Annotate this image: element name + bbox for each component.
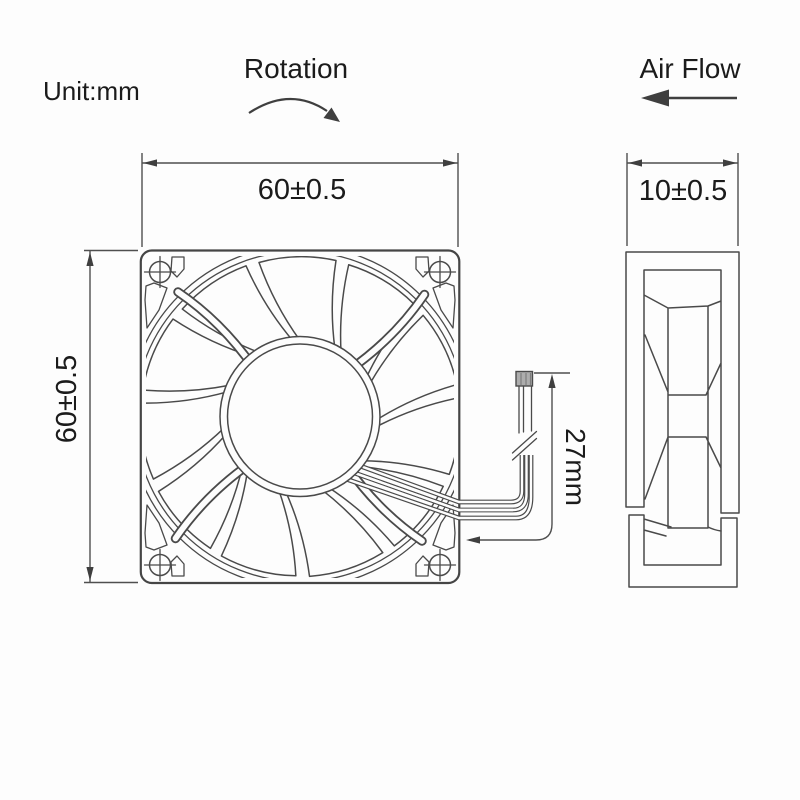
side-view-bottom-flange — [628, 514, 738, 588]
mounting-hole-bottom-right — [423, 548, 457, 582]
dimension-front-height: 60±0.5 — [51, 249, 138, 584]
mounting-hole-top-left — [143, 255, 177, 289]
mounting-hole-top-right — [423, 255, 457, 289]
fan-side-view — [625, 251, 740, 588]
fan-front-view — [139, 249, 538, 585]
dimension-side-depth: 10±0.5 — [626, 153, 739, 246]
front-width-value: 60±0.5 — [258, 174, 347, 206]
side-depth-value: 10±0.5 — [639, 175, 728, 207]
wire-break-mark — [511, 430, 538, 461]
front-height-value: 60±0.5 — [51, 355, 83, 444]
fan-hub — [219, 335, 381, 498]
airflow-label: Air Flow — [639, 53, 741, 84]
fan-frame-outline — [139, 249, 461, 585]
wire-connector — [515, 370, 534, 387]
rotation-arrow — [248, 97, 328, 114]
rotation-label: Rotation — [244, 53, 348, 84]
dimension-front-width: 60±0.5 — [141, 153, 459, 247]
airflow-indicator: Air Flow — [639, 53, 741, 107]
unit-label: Unit:mm — [43, 76, 140, 106]
mounting-hole-bottom-left — [143, 548, 177, 582]
rotation-indicator: Rotation — [244, 53, 348, 122]
lead-wires — [345, 370, 538, 521]
dimension-wire-length: 27mm — [466, 372, 591, 544]
wire-length-value: 27mm — [560, 428, 591, 506]
